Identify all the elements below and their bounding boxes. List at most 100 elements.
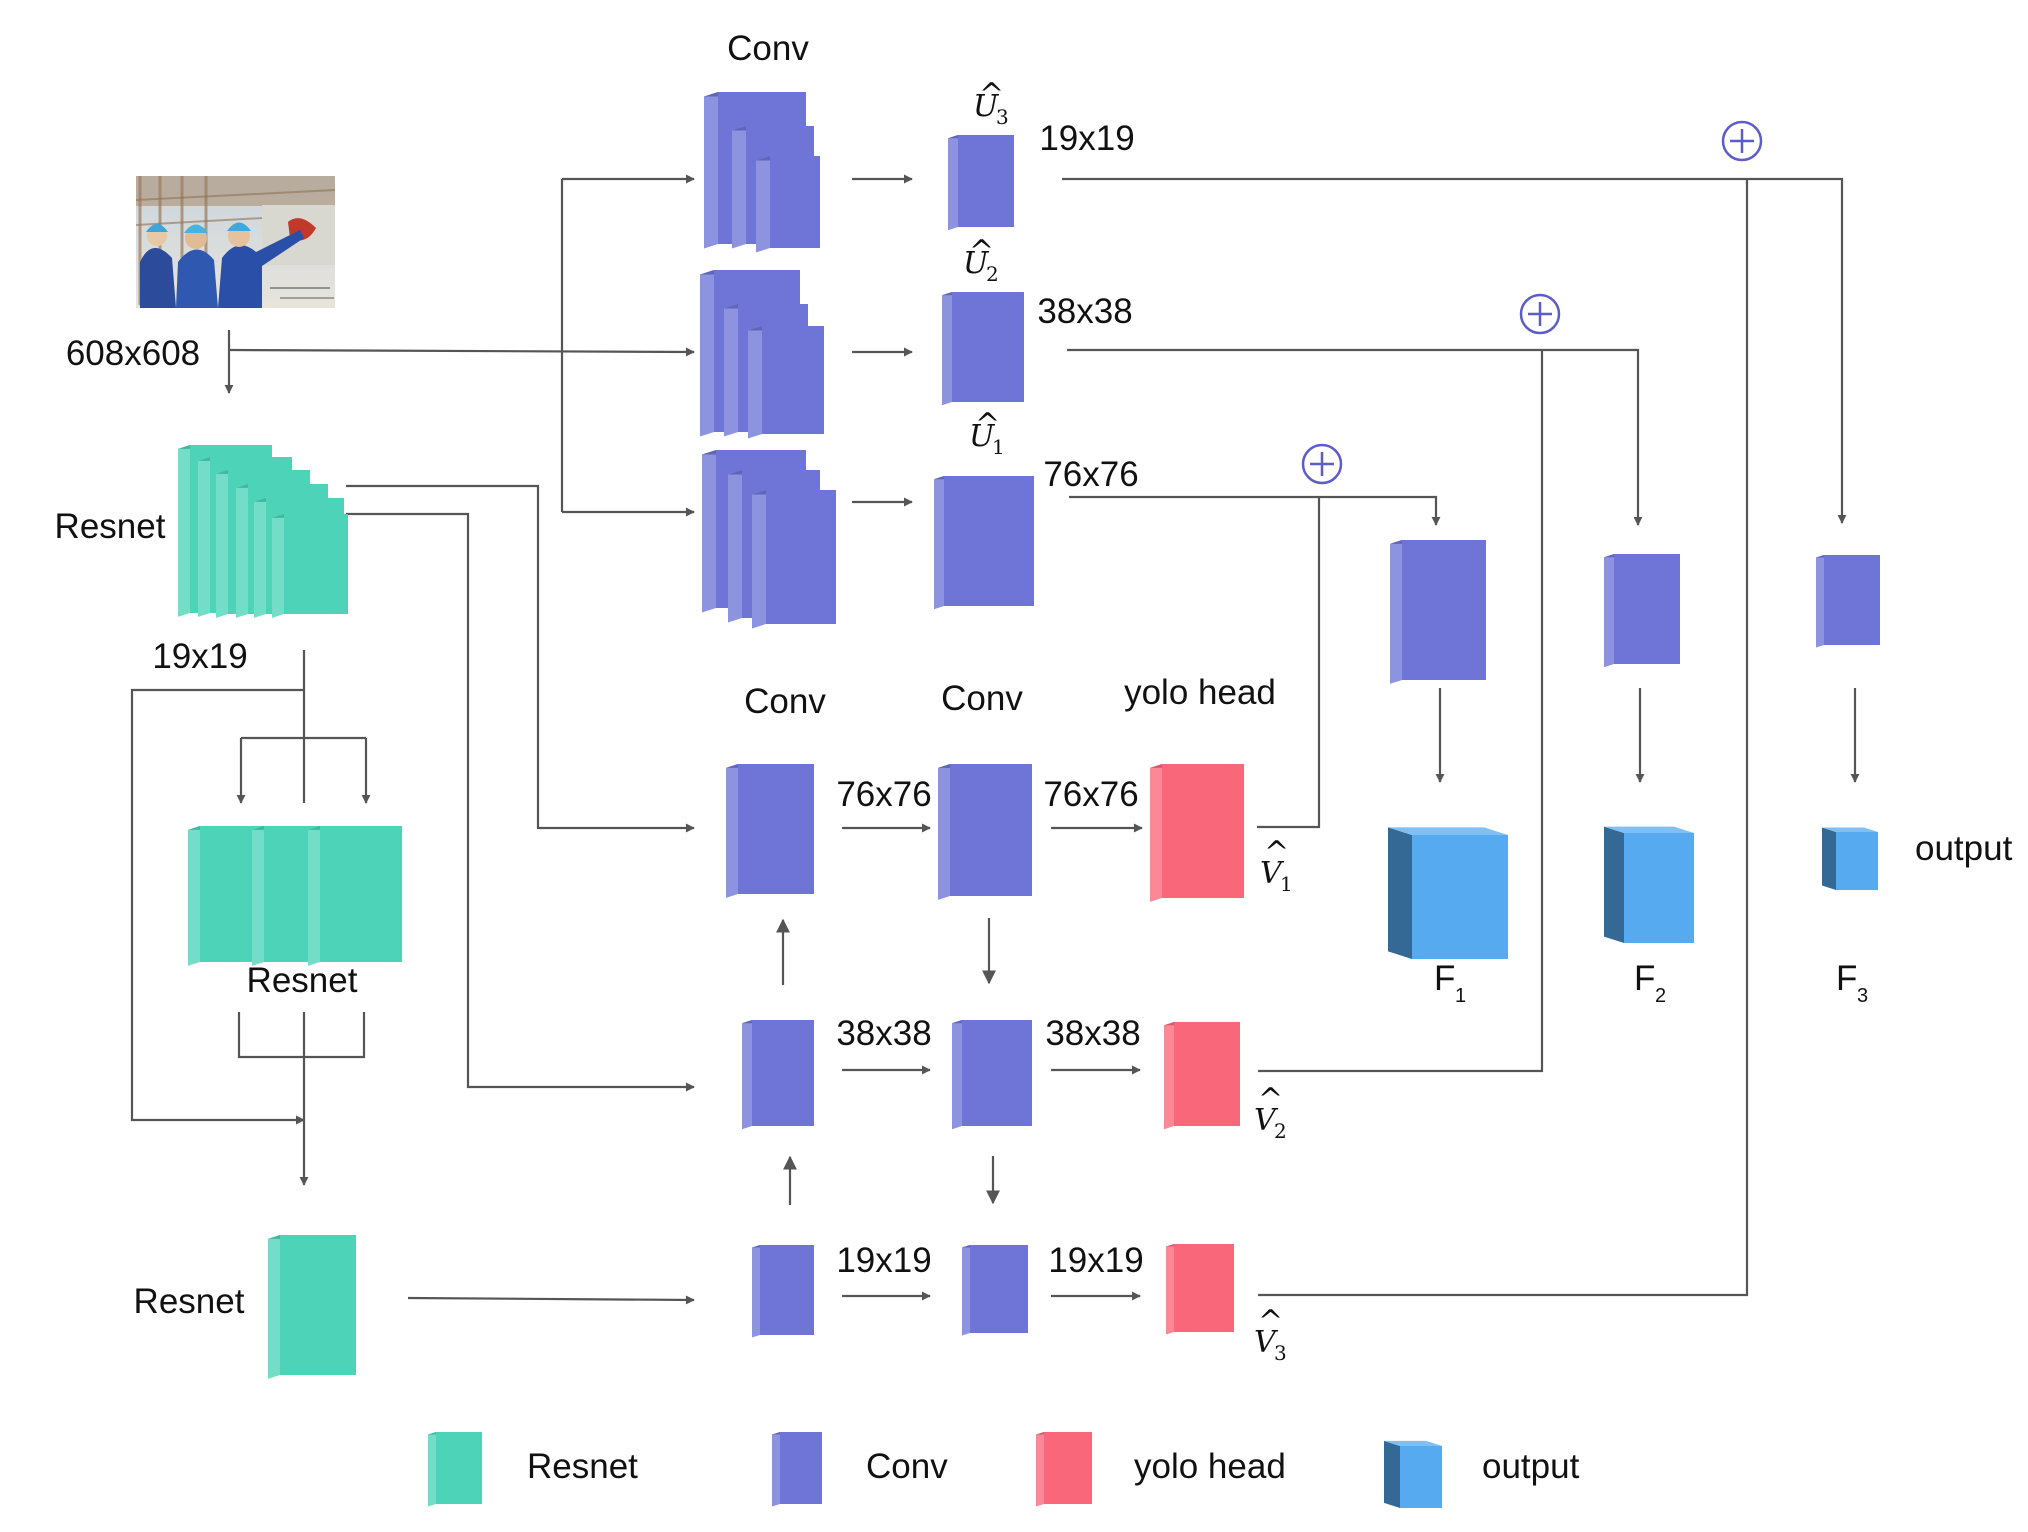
row1-size-b: 76x76 xyxy=(1043,775,1138,814)
output-label: output xyxy=(1915,829,2013,868)
legend-output-swatch xyxy=(1384,1440,1442,1508)
u3-size-label: 19x19 xyxy=(1039,119,1134,158)
blocks xyxy=(178,92,1880,1508)
photo-workers-icon xyxy=(135,176,336,308)
svg-text:1: 1 xyxy=(1455,985,1466,1007)
svg-text:^: ^ xyxy=(975,407,1000,442)
add-symbol-2 xyxy=(1519,293,1561,335)
top-conv-label: Conv xyxy=(727,29,809,68)
u3-label: U ^ 3 xyxy=(973,77,1009,129)
row3-size-b: 19x19 xyxy=(1048,1241,1143,1280)
conv-row2-block-b xyxy=(952,1020,1032,1130)
f2-block xyxy=(1604,554,1680,668)
svg-text:V: V xyxy=(1254,1325,1279,1360)
svg-text:^: ^ xyxy=(1264,835,1289,870)
svg-text:2: 2 xyxy=(1274,1119,1287,1143)
arrow-resnet-to-conv-row2 xyxy=(346,512,695,1092)
svg-text:V: V xyxy=(1254,1103,1279,1138)
conv-row3-block-b xyxy=(962,1245,1028,1336)
arrow-u2-to-f2 xyxy=(1067,348,1643,526)
svg-text:3: 3 xyxy=(1274,1341,1287,1365)
arrow-resnet-bottom-to-conv-row3 xyxy=(407,1295,695,1305)
conv-label-2: Conv xyxy=(941,679,1023,718)
add-symbol-1 xyxy=(1301,443,1343,485)
svg-text:^: ^ xyxy=(1258,1082,1283,1117)
legend-resnet-swatch xyxy=(428,1432,482,1507)
u2-label: U ^ 2 xyxy=(963,234,999,286)
u1-label: U ^ 1 xyxy=(969,407,1005,459)
yolo-head-row3-block xyxy=(1166,1244,1234,1335)
resnet-top-size-label: 19x19 xyxy=(152,637,247,676)
svg-text:1: 1 xyxy=(992,435,1005,459)
line-v2-to-fusion xyxy=(1258,350,1544,1073)
svg-text:U: U xyxy=(963,246,990,281)
u1-block xyxy=(934,476,1034,610)
svg-text:3: 3 xyxy=(996,105,1009,129)
output-block-2 xyxy=(1604,826,1694,943)
resnet-top-label: Resnet xyxy=(55,507,166,546)
resnet-middle-label: Resnet xyxy=(247,961,358,1000)
resnet-bottom-block xyxy=(268,1235,356,1379)
f1-label: F 1 xyxy=(1434,959,1466,1007)
labels: 608x608 Resnet 19x19 Resnet Resnet Conv … xyxy=(55,29,2013,1486)
resnet-middle-block-3 xyxy=(308,826,402,966)
conv-stack-3-block-3 xyxy=(756,156,820,253)
conv-row1-block-a xyxy=(726,764,814,898)
input-size-label: 608x608 xyxy=(66,334,200,373)
conv-row2-block-a xyxy=(742,1020,814,1130)
arrow-input-to-conv-stack-2 xyxy=(228,347,695,357)
svg-text:3: 3 xyxy=(1857,985,1868,1007)
f3-block xyxy=(1816,555,1880,648)
yolo-head-label: yolo head xyxy=(1124,673,1276,712)
arrow-skip-to-resnet-bottom xyxy=(130,688,305,1125)
f3-label: F 3 xyxy=(1836,959,1868,1007)
row3-size-a: 19x19 xyxy=(836,1241,931,1280)
conv-row3-block-a xyxy=(752,1245,814,1338)
arrow-resnet-to-conv-row1 xyxy=(346,484,695,833)
svg-text:F: F xyxy=(1434,959,1455,998)
conv-label-1: Conv xyxy=(744,682,826,721)
legend-resnet-label: Resnet xyxy=(527,1447,638,1486)
svg-text:2: 2 xyxy=(986,262,999,286)
legend-yolo-head-label: yolo head xyxy=(1134,1447,1286,1486)
svg-text:^: ^ xyxy=(1258,1304,1283,1339)
output-block-3 xyxy=(1822,827,1878,890)
resnet-bottom-label: Resnet xyxy=(134,1282,245,1321)
svg-text:F: F xyxy=(1836,959,1857,998)
resnet-top-block-6 xyxy=(272,514,348,618)
svg-text:V: V xyxy=(1260,856,1285,891)
f2-label: F 2 xyxy=(1634,959,1666,1007)
row2-size-a: 38x38 xyxy=(836,1014,931,1053)
svg-text:2: 2 xyxy=(1655,985,1666,1007)
arrow-u1-to-f1 xyxy=(1069,495,1441,526)
v3-label: V ^ 3 xyxy=(1254,1304,1287,1365)
svg-text:^: ^ xyxy=(969,234,994,269)
svg-text:^: ^ xyxy=(979,77,1004,112)
conv-row1-block-b xyxy=(938,764,1032,900)
legend-yolo-head-swatch xyxy=(1036,1432,1092,1507)
u3-block xyxy=(948,135,1014,231)
legend-conv-label: Conv xyxy=(866,1447,948,1486)
yolo-head-row1-block xyxy=(1150,764,1244,902)
row2-size-b: 38x38 xyxy=(1045,1014,1140,1053)
add-symbol-3 xyxy=(1721,120,1763,162)
f1-block xyxy=(1390,540,1486,684)
svg-text:U: U xyxy=(969,419,996,454)
line-v3-to-fusion xyxy=(1258,179,1749,1297)
arrow-u3-to-f3 xyxy=(1062,177,1847,524)
row1-size-a: 76x76 xyxy=(836,775,931,814)
svg-text:1: 1 xyxy=(1280,872,1293,896)
legend-conv-swatch xyxy=(772,1432,822,1507)
yolo-head-row2-block xyxy=(1164,1022,1240,1130)
conv-stack-1-block-3 xyxy=(752,490,836,629)
v2-label: V ^ 2 xyxy=(1254,1082,1287,1143)
svg-text:U: U xyxy=(973,89,1000,124)
u2-size-label: 38x38 xyxy=(1037,292,1132,331)
line-resnet-merge xyxy=(237,1012,366,1059)
u2-block xyxy=(942,292,1024,406)
v1-label: V ^ 1 xyxy=(1260,835,1293,896)
svg-text:F: F xyxy=(1634,959,1655,998)
legend-output-label: output xyxy=(1482,1447,1580,1486)
line-v1-to-fusion xyxy=(1257,497,1321,829)
conv-stack-2-block-3 xyxy=(748,326,824,439)
